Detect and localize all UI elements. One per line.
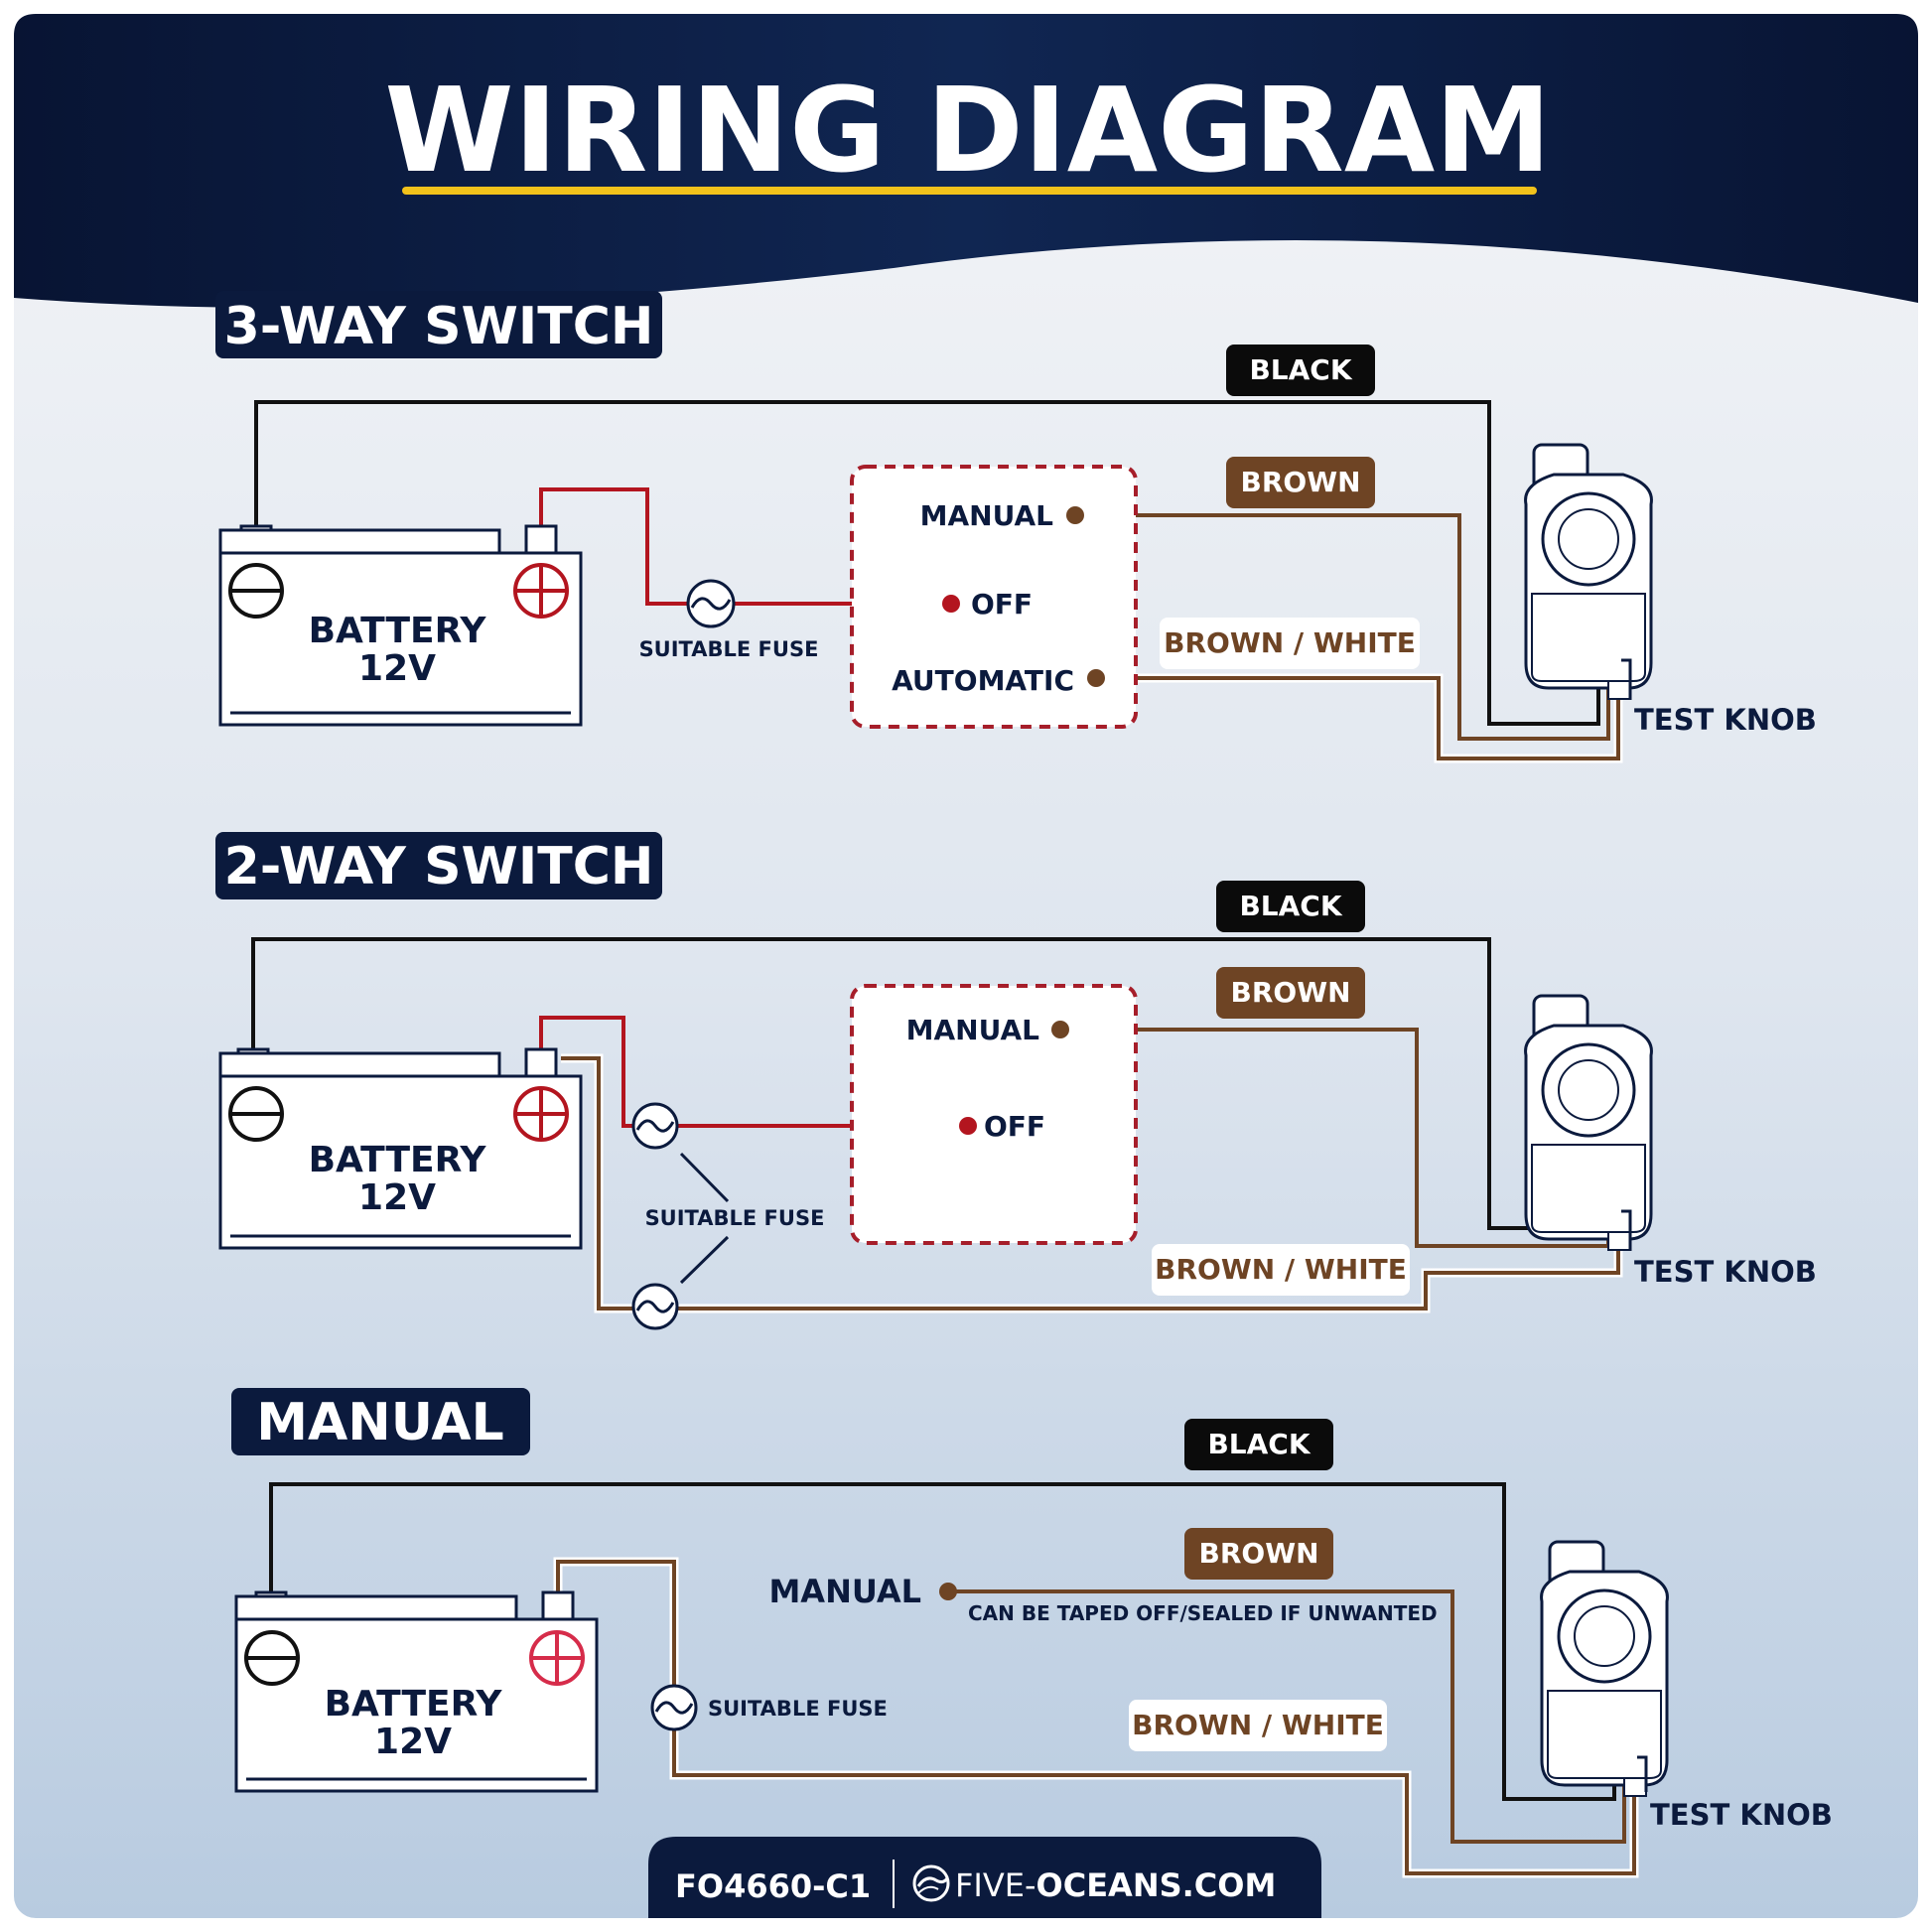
brown-white-wire [561, 1056, 1620, 1311]
section-3-way-switch: 3-WAY SWITCH BATTERY 12V [215, 291, 1817, 763]
test-knob-label: TEST KNOB [1634, 1255, 1817, 1289]
red-wire [539, 487, 951, 606]
battery-label: BATTERY [309, 1140, 487, 1180]
switch-box [850, 984, 1138, 1245]
header-banner [14, 14, 1918, 308]
automatic-terminal [1087, 669, 1105, 687]
fuse-leader-line [679, 1235, 730, 1285]
plus-terminal-icon [513, 1086, 569, 1142]
bilge-pump-icon [1524, 443, 1653, 701]
fuse-icon [631, 1283, 679, 1330]
black-wire [269, 1482, 1616, 1801]
test-knob-pointer [1637, 1755, 1648, 1792]
minus-terminal-icon [228, 1086, 284, 1142]
battery-label: BATTERY [309, 611, 487, 651]
fuse-icon [650, 1684, 698, 1731]
plus-terminal-icon [513, 563, 569, 619]
black-wire-label: BLACK [1239, 890, 1342, 922]
black-wire-label: BLACK [1249, 353, 1352, 386]
website-prefix: FIVE- [955, 1866, 1036, 1904]
brown-wire-label: BROWN [1240, 466, 1360, 498]
test-knob-label: TEST KNOB [1634, 703, 1817, 737]
section-title: 3-WAY SWITCH [224, 297, 654, 356]
black-wire-badge [1184, 1419, 1333, 1470]
brown-wire-label: BROWN [1230, 976, 1350, 1009]
website-suffix: OCEANS.COM [1036, 1866, 1277, 1904]
five-oceans-logo-icon [912, 1864, 950, 1902]
brown-wire-badge [1216, 967, 1365, 1019]
battery: BATTERY 12V [218, 1047, 583, 1250]
section-title: 2-WAY SWITCH [224, 837, 654, 897]
brown-white-wire-label: BROWN / WHITE [1132, 1709, 1384, 1741]
off-terminal [942, 595, 960, 613]
website-link[interactable]: FIVE-OCEANS.COM [955, 1866, 1276, 1904]
black-wire [254, 400, 1600, 726]
fuse-label: SUITABLE FUSE [639, 637, 819, 661]
switch-manual-label: MANUAL [906, 1014, 1040, 1046]
black-wire-label: BLACK [1207, 1428, 1311, 1460]
manual-label: MANUAL [768, 1573, 921, 1610]
title-underline [402, 187, 1537, 195]
manual-terminal [1066, 506, 1084, 524]
manual-note: CAN BE TAPED OFF/SEALED IF UNWANTED [968, 1601, 1438, 1625]
battery: BATTERY 12V [218, 524, 583, 727]
plus-terminal-icon [529, 1630, 585, 1686]
section-2-way-switch: 2-WAY SWITCH BATTERY 12V [215, 832, 1817, 1330]
off-terminal [959, 1117, 977, 1135]
black-wire-badge [1216, 881, 1365, 932]
fuse-label: SUITABLE FUSE [708, 1697, 888, 1721]
fuse-leader-line [679, 1152, 730, 1203]
brown-white-wire-label: BROWN / WHITE [1155, 1253, 1407, 1286]
model-number: FO4660-C1 [675, 1867, 871, 1905]
test-knob-label: TEST KNOB [1650, 1798, 1833, 1832]
battery-label: BATTERY [325, 1684, 503, 1725]
manual-terminal [939, 1583, 957, 1600]
bilge-pump-icon [1524, 994, 1653, 1252]
footer-badge: FO4660-C1 FIVE-OCEANS.COM [648, 1837, 1321, 1918]
section-title-badge [215, 291, 662, 358]
battery: BATTERY 12V [234, 1590, 599, 1793]
brown-wire [1077, 513, 1610, 741]
section-title-badge [215, 832, 662, 899]
switch-box [850, 465, 1138, 729]
brown-white-wire-label: BROWN / WHITE [1164, 626, 1416, 659]
page-title: WIRING DIAGRAM [384, 62, 1551, 199]
section-manual: MANUAL BATTERY 12V [231, 1388, 1833, 1878]
minus-terminal-icon [244, 1630, 300, 1686]
test-knob-pointer [1621, 1209, 1632, 1251]
battery-voltage: 12V [358, 1177, 436, 1218]
battery-voltage: 12V [358, 648, 436, 689]
fuse-icon [686, 579, 736, 628]
battery-voltage: 12V [374, 1722, 452, 1762]
brown-wire-badge [1184, 1528, 1333, 1580]
minus-terminal-icon [228, 563, 284, 619]
brown-white-wire [1096, 650, 1620, 760]
brown-wire [948, 1589, 1626, 1844]
bilge-pump-icon [1540, 1540, 1669, 1798]
fuse-icon [631, 1102, 679, 1150]
black-wire-badge [1226, 345, 1375, 396]
red-wire [539, 1016, 968, 1128]
brown-white-wire-badge [1129, 1700, 1387, 1751]
switch-automatic-label: AUTOMATIC [892, 664, 1074, 697]
section-title-badge [231, 1388, 530, 1455]
fuse-label: SUITABLE FUSE [645, 1206, 825, 1230]
manual-terminal [1051, 1021, 1069, 1038]
switch-manual-label: MANUAL [920, 499, 1054, 532]
test-knob-pointer [1621, 658, 1632, 700]
switch-off-label: OFF [984, 1110, 1045, 1143]
switch-off-label: OFF [971, 588, 1033, 621]
brown-white-wire [556, 1560, 1636, 1875]
brown-white-wire-badge [1152, 1244, 1410, 1296]
section-title: MANUAL [256, 1393, 504, 1452]
brown-wire-badge [1226, 457, 1375, 508]
brown-white-wire-badge [1160, 618, 1420, 669]
brown-wire-label: BROWN [1198, 1537, 1318, 1570]
